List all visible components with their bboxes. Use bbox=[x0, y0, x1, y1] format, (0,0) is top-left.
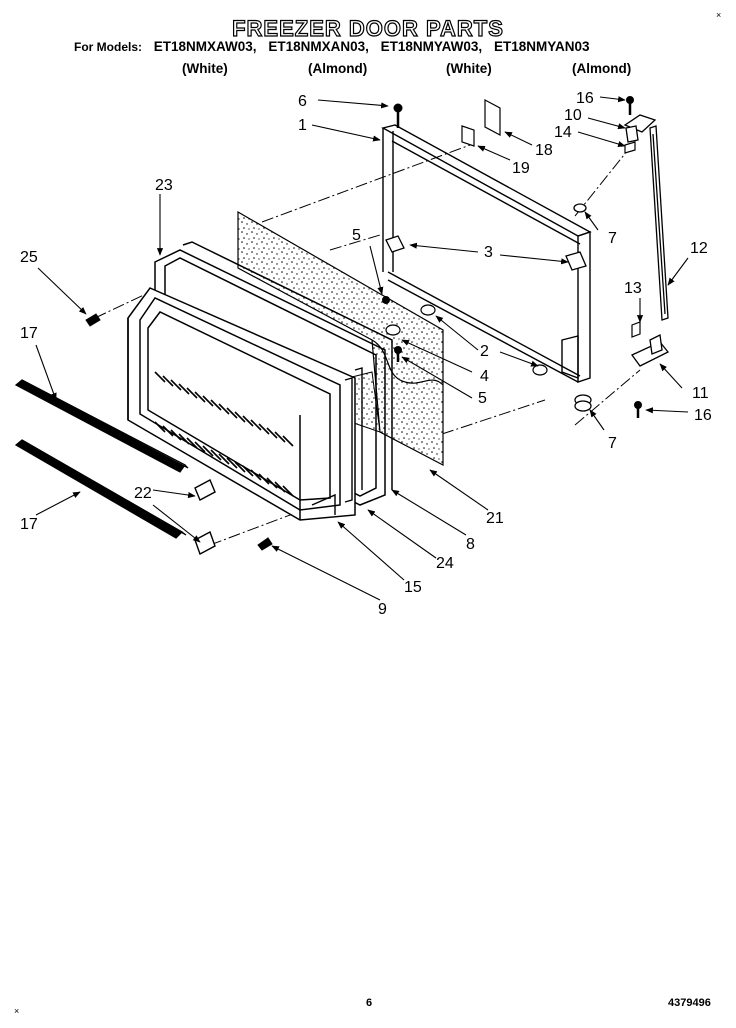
model-color-1: (White) bbox=[182, 61, 228, 76]
models-label: For Models: bbox=[74, 40, 142, 54]
page-number: 6 bbox=[366, 997, 373, 1009]
bottom-hinge-part-11 bbox=[631, 334, 670, 367]
callout-11: 11 bbox=[692, 385, 709, 402]
model-number-3: ET18NMYAW03, bbox=[380, 39, 483, 54]
corner-mark-top: × bbox=[716, 10, 722, 20]
callout-12: 12 bbox=[690, 240, 708, 257]
callout-17-bottom: 17 bbox=[20, 516, 38, 533]
leader-lines bbox=[35, 96, 689, 601]
model-list: For Models: ET18NMXAW03, ET18NMXAN03, ET… bbox=[74, 39, 597, 54]
callout-9: 9 bbox=[378, 601, 387, 618]
callout-13: 13 bbox=[624, 280, 642, 297]
callout-2: 2 bbox=[480, 343, 489, 360]
shelf-end-caps-part-22 bbox=[194, 479, 216, 555]
liner-shelf-ribs bbox=[154, 371, 294, 497]
hinge-rod-part-12 bbox=[649, 125, 669, 321]
callout-4: 4 bbox=[480, 368, 489, 385]
callout-7-top: 7 bbox=[608, 230, 617, 247]
model-number-1: ET18NMXAW03, bbox=[153, 39, 257, 54]
callout-22: 22 bbox=[134, 485, 152, 502]
callout-14: 14 bbox=[554, 124, 572, 141]
model-color-4: (Almond) bbox=[572, 61, 632, 76]
model-number-2: ET18NMXAN03, bbox=[268, 39, 369, 54]
callout-15: 15 bbox=[404, 579, 422, 596]
inner-door-liner bbox=[127, 287, 356, 521]
door-stops-part-7 bbox=[573, 203, 592, 412]
model-color-3: (White) bbox=[446, 61, 492, 76]
model-color-2: (Almond) bbox=[308, 61, 368, 76]
alignment-lines bbox=[94, 144, 641, 546]
callout-10: 10 bbox=[564, 107, 582, 124]
corner-mark-bottom: × bbox=[14, 1006, 20, 1016]
callout-5-bottom: 5 bbox=[478, 390, 487, 407]
callout-21: 21 bbox=[486, 510, 504, 527]
door-frame-part-1 bbox=[381, 124, 592, 383]
callout-17-top: 17 bbox=[20, 325, 38, 342]
callout-19: 19 bbox=[512, 160, 530, 177]
callout-1: 1 bbox=[298, 117, 307, 134]
mounting-brackets-part-2 bbox=[385, 304, 548, 376]
screws bbox=[85, 96, 642, 551]
callout-7-bottom: 7 bbox=[608, 435, 617, 452]
trim-strips bbox=[311, 367, 363, 515]
callout-5-top: 5 bbox=[352, 227, 361, 244]
callout-6: 6 bbox=[298, 93, 307, 110]
callout-24: 24 bbox=[436, 555, 454, 572]
door-shelf-bar-upper-part-17 bbox=[14, 379, 189, 473]
model-number-4: ET18NMYAN03 bbox=[493, 39, 590, 54]
callout-23: 23 bbox=[155, 177, 173, 194]
callout-25: 25 bbox=[20, 249, 38, 266]
callout-8: 8 bbox=[466, 536, 475, 553]
label-plates bbox=[461, 99, 501, 147]
document-part-number: 4379496 bbox=[668, 997, 711, 1009]
hinge-blocks-part-3 bbox=[385, 235, 587, 271]
hinge-shims bbox=[624, 141, 641, 338]
door-shelf-bar-lower-part-17 bbox=[14, 439, 187, 539]
callout-16-bottom: 16 bbox=[694, 407, 712, 424]
callout-3: 3 bbox=[484, 244, 493, 261]
top-hinge-part-10 bbox=[623, 114, 657, 143]
callouts: 6 1 16 10 14 18 19 23 7 5 3 12 25 13 17 … bbox=[20, 90, 712, 618]
callout-18: 18 bbox=[535, 142, 553, 159]
page-title: FREEZER DOOR PARTS bbox=[231, 15, 504, 41]
callout-16-top: 16 bbox=[576, 90, 594, 107]
